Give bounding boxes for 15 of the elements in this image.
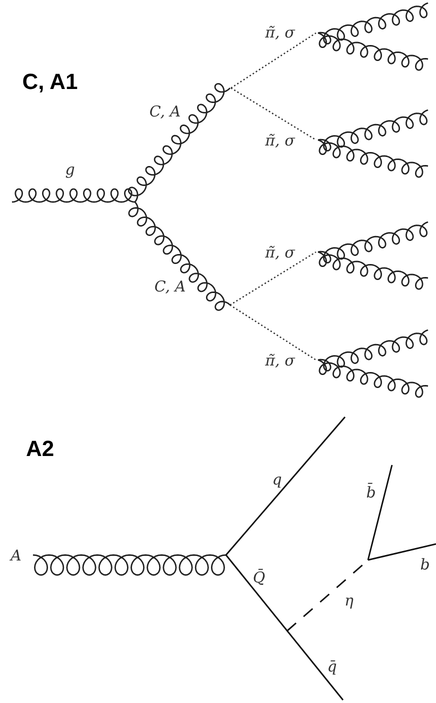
particle-label: q — [272, 472, 282, 488]
particle-label: π̃, σ — [265, 354, 295, 368]
particle-label: C, A — [154, 280, 186, 294]
particle-label: η — [344, 594, 354, 608]
particle-label: b — [420, 558, 430, 572]
particle-label: C, A — [149, 104, 181, 120]
particle-label: Q̄ — [252, 570, 266, 586]
particle-label: A — [10, 548, 22, 564]
particle-label: π̃, σ — [265, 246, 295, 260]
panel-heading: C, A1 — [22, 71, 78, 93]
particle-label: π̃, σ — [265, 26, 295, 40]
panel-heading: A2 — [26, 438, 54, 460]
particle-label: g — [65, 162, 75, 178]
particle-label: π̃, σ — [265, 134, 295, 148]
particle-label: q̄ — [327, 660, 337, 674]
